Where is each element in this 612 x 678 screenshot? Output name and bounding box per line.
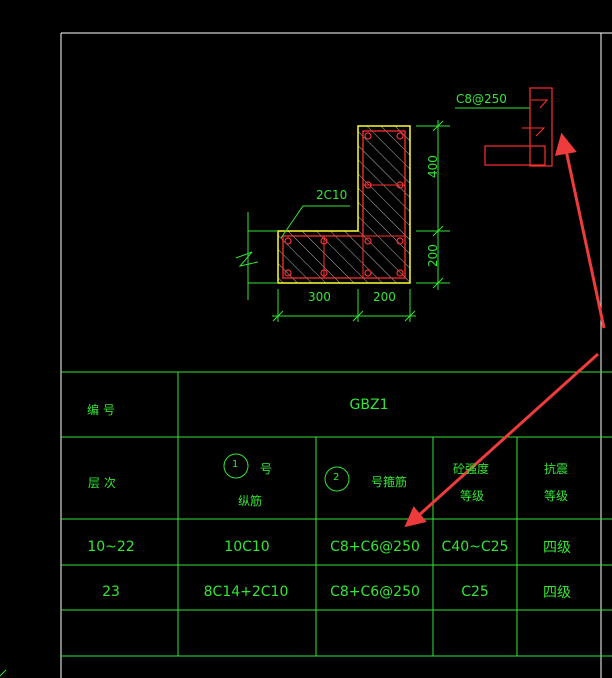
wall-section xyxy=(277,125,411,284)
break-line xyxy=(235,212,278,300)
stirrup-detail xyxy=(455,87,553,167)
table-grid xyxy=(61,371,612,657)
rebar-leader xyxy=(280,205,350,239)
row1-longitudinal: 10C10 xyxy=(224,539,270,555)
row2-longitudinal: 8C14+2C10 xyxy=(203,584,289,600)
row1-stirrup: C8+C6@250 xyxy=(330,539,420,555)
horizontal-dimension xyxy=(272,289,416,322)
col3-sub: 等级 xyxy=(460,489,485,503)
dim-vertical-bottom: 200 xyxy=(426,244,440,267)
stirrup-horizontal xyxy=(282,235,406,279)
row2-stirrup: C8+C6@250 xyxy=(330,584,420,600)
drawing-frame xyxy=(60,32,612,678)
row2-seismic: 四级 xyxy=(543,585,571,601)
rebar-label: 2C10 xyxy=(316,188,348,202)
rebar-dots xyxy=(284,132,404,277)
dim-horizontal-right: 200 xyxy=(373,290,396,304)
marker-1-number: 1 xyxy=(232,459,239,470)
marker-2-number: 2 xyxy=(333,472,340,483)
column-id: GBZ1 xyxy=(349,397,389,413)
dim-horizontal-left: 300 xyxy=(308,290,331,304)
corner-mark xyxy=(0,669,7,677)
row2-concrete: C25 xyxy=(461,584,489,600)
col1-title: 号 xyxy=(260,462,273,476)
row2-level: 23 xyxy=(102,584,120,600)
col4-title: 抗震 xyxy=(544,462,569,476)
col2-title: 号箍筋 xyxy=(371,475,408,489)
marker-circle-1 xyxy=(223,453,249,479)
row1-level: 10~22 xyxy=(87,539,135,555)
section-outline xyxy=(277,125,411,284)
dim-vertical-top: 400 xyxy=(426,155,440,178)
annotation-arrows xyxy=(404,132,606,528)
vertical-dimension xyxy=(416,120,450,290)
row-number-label: 编 号 xyxy=(87,403,115,417)
col1-sub: 纵筋 xyxy=(238,494,263,508)
row-level-label: 层 次 xyxy=(88,476,116,490)
marker-circle-2 xyxy=(324,466,350,492)
col4-sub: 等级 xyxy=(544,489,569,503)
stirrup-label: C8@250 xyxy=(456,92,507,106)
row1-concrete: C40~C25 xyxy=(441,539,509,555)
row1-seismic: 四级 xyxy=(543,540,571,556)
col3-title: 砼强度 xyxy=(453,462,490,476)
